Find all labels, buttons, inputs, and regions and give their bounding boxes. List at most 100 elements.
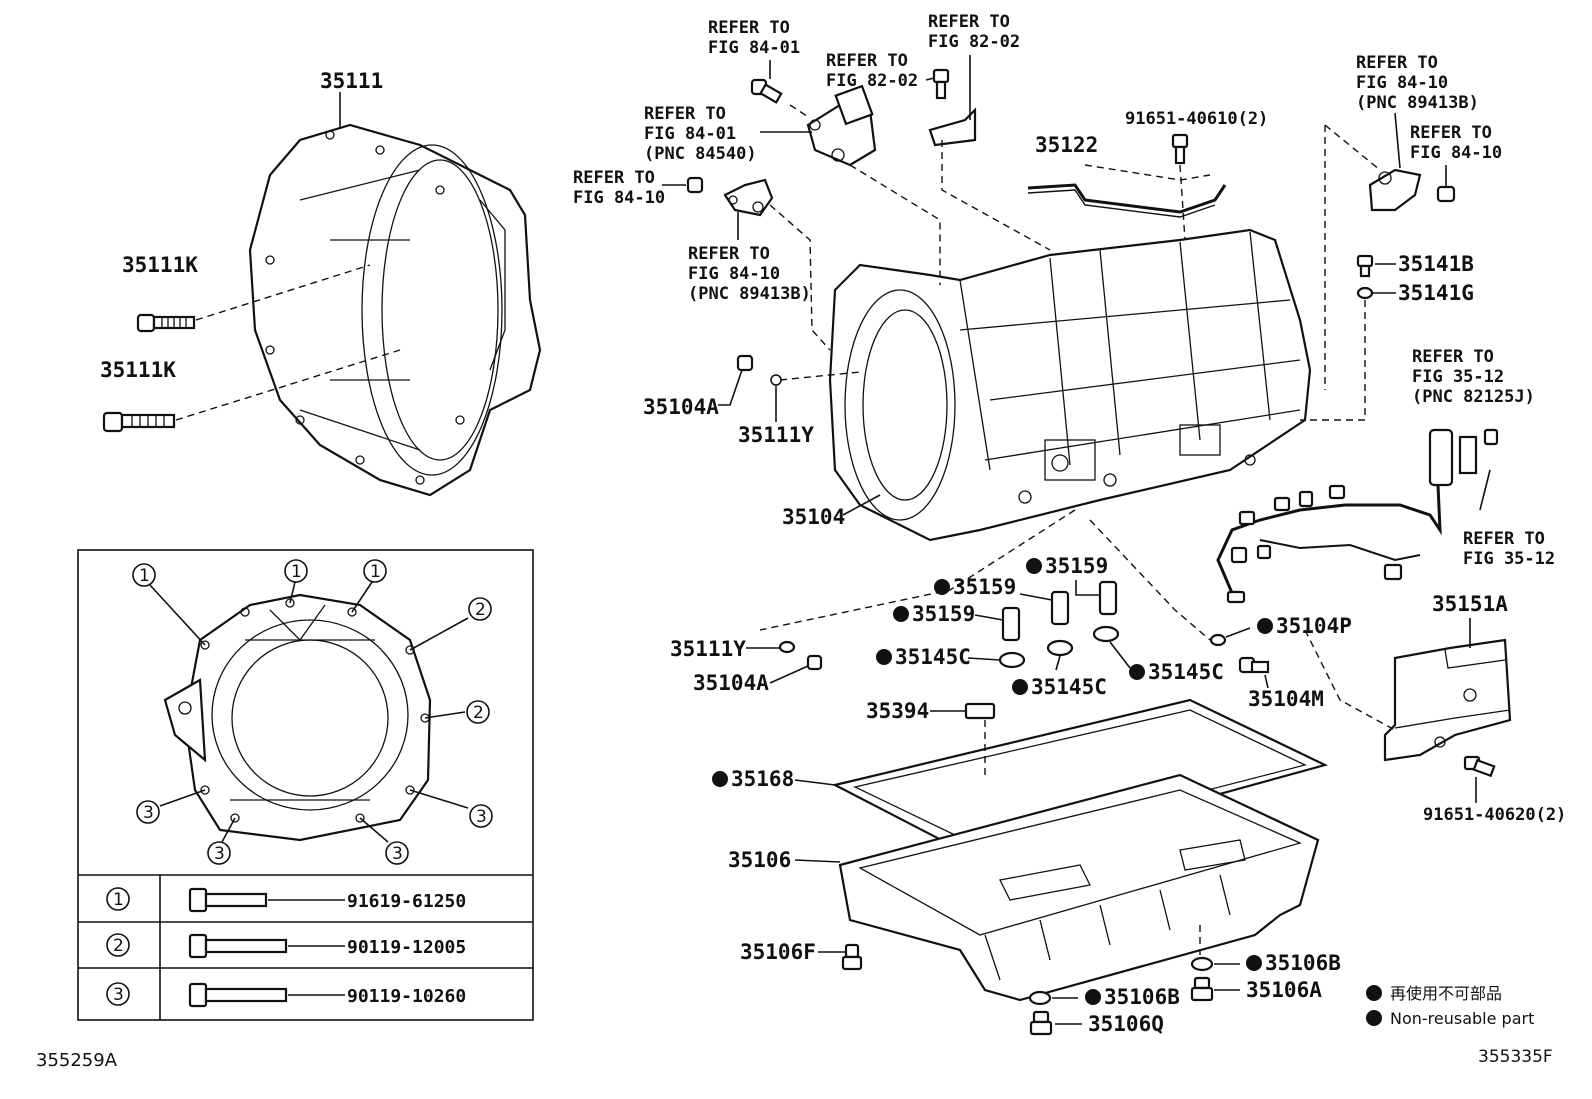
leader-35159-a: [1075, 580, 1100, 596]
plug-35106a: [1190, 976, 1214, 1002]
table-row-2-part: 90119-12005: [347, 937, 466, 958]
bolt-35141b: [1356, 254, 1374, 278]
legend-english-text: Non-reusable part: [1390, 1009, 1534, 1028]
washer-35145c-b: [1046, 639, 1074, 657]
dash-35111k-upper: [195, 264, 371, 321]
callout-35106q: 35106Q: [1088, 1012, 1164, 1036]
refer-r10-line1: REFER TO: [1463, 529, 1545, 549]
callout-35145c-b: 35145C: [1031, 675, 1107, 699]
dash-35141: [1300, 300, 1366, 421]
leader-35104p: [1225, 627, 1251, 638]
marker-2b: 2: [473, 703, 484, 723]
washer-35141g: [1356, 286, 1374, 300]
gasket-35106b-right: [1190, 956, 1214, 972]
inset-housing-drawing: [163, 593, 432, 842]
oring-35111y-lower: [778, 640, 796, 654]
bolt-91651-40610: [1171, 133, 1189, 165]
leader-35168: [794, 779, 836, 786]
callout-35104p: 35104P: [1276, 614, 1352, 638]
callout-35106: 35106: [728, 848, 791, 872]
callout-35394: 35394: [866, 699, 929, 723]
table-row-3-part: 90119-10260: [347, 986, 466, 1007]
nonreusable-dot-35145c-b: [1012, 679, 1028, 695]
bolt-91651-40620: [1463, 755, 1496, 778]
dash-35122: [1084, 164, 1211, 181]
marker-3d: 3: [392, 844, 403, 864]
washer-35145c-a: [998, 651, 1026, 669]
callout-35145c-c: 35145C: [1148, 660, 1224, 684]
bracket-82-02: [928, 55, 977, 147]
marker-1a: 1: [139, 566, 150, 586]
gasket-35106b-left: [1028, 990, 1052, 1006]
legend-japanese-text: 再使用不可部品: [1390, 984, 1502, 1003]
callout-35141g: 35141G: [1398, 281, 1474, 305]
callout-35104a-upper: 35104A: [643, 395, 719, 419]
plug-35106q: [1029, 1010, 1053, 1036]
table-row-3-index: 3: [113, 985, 124, 1005]
refer-r4-line2: FIG 84-01: [644, 124, 736, 144]
leader-35106: [794, 859, 841, 863]
refer-r2-line1: REFER TO: [826, 51, 908, 71]
callout-35104m: 35104M: [1248, 687, 1324, 711]
callout-35106a: 35106A: [1246, 978, 1322, 1002]
leader-82-02-left: [925, 77, 935, 81]
callout-35111k-upper: 35111K: [122, 253, 198, 277]
bolt-table-row-3: 3 90119-10260: [106, 982, 466, 1008]
cover-35151a: [1383, 638, 1512, 762]
refer-r4-line3: (PNC 84540): [644, 144, 757, 164]
callout-35106f: 35106F: [740, 940, 816, 964]
marker-3b: 3: [476, 807, 487, 827]
bell-housing-drawing: [248, 123, 542, 497]
callout-35106b-right: 35106B: [1265, 951, 1341, 975]
nonreusable-dot-35106b-left: [1085, 989, 1101, 1005]
refer-r9-line1: REFER TO: [1412, 347, 1494, 367]
refer-r3-line1: REFER TO: [928, 12, 1010, 32]
sensor-dash-lines: [769, 140, 1051, 351]
footer-left-code: 355259A: [36, 1050, 118, 1071]
marker-1c: 1: [370, 562, 381, 582]
plug-35104a-upper: [736, 354, 782, 386]
legend-dot-english: [1366, 1010, 1382, 1026]
magnet-35394: [964, 702, 996, 720]
dash-35111y-lower: [759, 509, 1076, 631]
callout-35151a: 35151A: [1432, 592, 1508, 616]
callout-35104: 35104: [782, 505, 845, 529]
refer-r9-line2: FIG 35-12: [1412, 367, 1504, 387]
callout-35141b: 35141B: [1398, 252, 1474, 276]
inset-markers: 1 1 1 2 2 3 3 3 3: [132, 559, 493, 865]
wire-harness: [1216, 428, 1499, 604]
bolt-position-inset: [77, 549, 534, 1021]
leader-35-12-right: [1479, 469, 1491, 511]
callout-35168: 35168: [731, 767, 794, 791]
table-row-1-part: 91619-61250: [347, 891, 466, 912]
callout-35111y-lower: 35111Y: [670, 637, 746, 661]
refer-r1-line2: FIG 84-01: [708, 38, 800, 58]
callout-35122: 35122: [1035, 133, 1098, 157]
plug-35104m: [1238, 656, 1270, 674]
refer-r7-line3: (PNC 89413B): [1356, 93, 1479, 113]
leader-35159-b: [1019, 593, 1053, 601]
callout-35111y-upper: 35111Y: [738, 423, 814, 447]
bolt-35111k-lower: [102, 411, 176, 433]
sleeve-35159-right: [1001, 580, 1118, 642]
dash-35104p: [1089, 519, 1211, 641]
plug-35104a-lower: [806, 654, 823, 671]
dash-91651-40610: [1179, 164, 1186, 241]
table-row-2-index: 2: [113, 936, 124, 956]
refer-r8-line2: FIG 84-10: [1410, 143, 1502, 163]
oring-35104p: [1209, 633, 1227, 647]
bolt-table: [78, 874, 533, 1020]
callout-35159-a: 35159: [1045, 554, 1108, 578]
leader-35145c-b: [1055, 655, 1061, 671]
marker-2a: 2: [475, 600, 486, 620]
callout-35111k-lower: 35111K: [100, 358, 176, 382]
bolt-table-row-1: 1 91619-61250: [106, 887, 466, 913]
dash-bolt-84-01: [789, 104, 811, 119]
refer-r2-line2: FIG 82-02: [826, 71, 918, 91]
bolt-84-01: [750, 78, 783, 104]
callout-35159-b: 35159: [953, 575, 1016, 599]
marker-3c: 3: [214, 844, 225, 864]
refer-r4-line1: REFER TO: [644, 104, 726, 124]
leader-35145c-a: [967, 657, 1001, 661]
